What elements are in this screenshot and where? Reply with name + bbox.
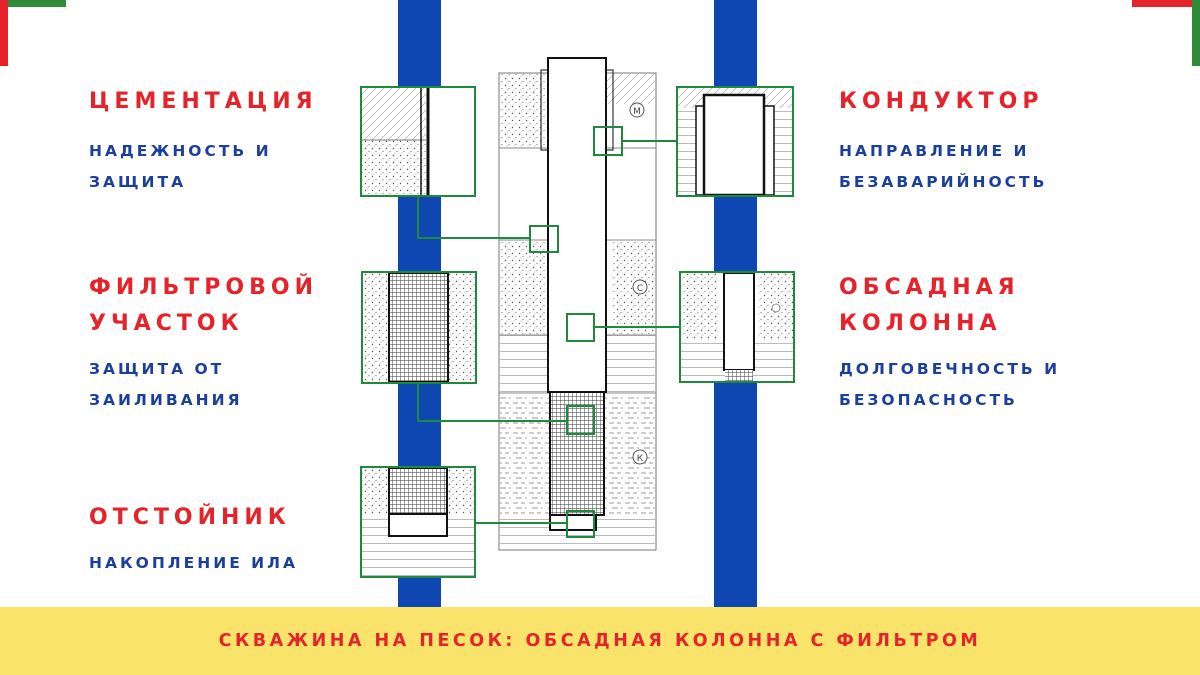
corner-green-bar <box>1192 0 1200 66</box>
label-subtitle: НАПРАВЛЕНИЕ И <box>839 142 1030 160</box>
label-sump: ОТСТОЙНИК НАКОПЛЕНИЕ ИЛА <box>89 500 298 579</box>
well-diagram: М С К <box>360 0 795 607</box>
corner-decoration-top-right <box>1132 0 1200 70</box>
stratum-marker-m-label: М <box>633 107 641 117</box>
label-subtitle: ЗАИЛИВАНИЯ <box>89 391 243 409</box>
label-title: ФИЛЬТРОВОЙ <box>89 275 318 300</box>
corner-red-bar <box>0 0 8 66</box>
detail-box-sump <box>360 466 476 578</box>
label-subtitle: БЕЗАВАРИЙНОСТЬ <box>839 173 1048 191</box>
label-subtitle: ЗАЩИТА <box>89 173 187 191</box>
detail-box-casing <box>679 271 795 383</box>
label-title: КОНДУКТОР <box>839 89 1044 114</box>
stratum-marker-s-label: С <box>637 284 643 294</box>
label-filter-section: ФИЛЬТРОВОЙ УЧАСТОК ЗАЩИТА ОТ ЗАИЛИВАНИЯ <box>89 270 318 416</box>
label-subtitle: НАДЕЖНОСТЬ И <box>89 142 272 160</box>
label-title: ОТСТОЙНИК <box>89 505 291 530</box>
label-subtitle: БЕЗОПАСНОСТЬ <box>839 391 1018 409</box>
label-title: ЦЕМЕНТАЦИЯ <box>89 89 318 114</box>
detail-box-cementation <box>360 86 476 197</box>
label-subtitle: ДОЛГОВЕЧНОСТЬ И <box>839 360 1061 378</box>
stratum-marker-k <box>632 449 648 465</box>
detail-box-conductor <box>676 86 794 197</box>
label-conductor: КОНДУКТОР НАПРАВЛЕНИЕ И БЕЗАВАРИЙНОСТЬ <box>839 84 1047 198</box>
corner-green-bar <box>8 0 66 7</box>
label-subtitle: ЗАЩИТА ОТ <box>89 360 225 378</box>
stratum-marker-small-icon <box>771 303 781 313</box>
corner-decoration-top-left <box>0 0 66 70</box>
label-cementation: ЦЕМЕНТАЦИЯ НАДЕЖНОСТЬ И ЗАЩИТА <box>89 84 318 198</box>
footer-caption: СКВАЖИНА НА ПЕСОК: ОБСАДНАЯ КОЛОННА С ФИ… <box>218 631 982 651</box>
label-subtitle: НАКОПЛЕНИЕ ИЛА <box>89 554 299 572</box>
detail-markers <box>529 126 623 538</box>
stratum-marker-m <box>629 102 645 118</box>
stratum-marker-k-label: К <box>637 454 644 464</box>
well-cross-section: М С К <box>498 57 657 551</box>
label-casing: ОБСАДНАЯ КОЛОННА ДОЛГОВЕЧНОСТЬ И БЕЗОПАС… <box>839 270 1060 416</box>
connector-lines <box>417 140 680 524</box>
label-title: ОБСАДНАЯ <box>839 275 1020 300</box>
label-title: УЧАСТОК <box>89 311 244 336</box>
corner-red-bar <box>1132 0 1192 7</box>
stratum-marker-s <box>632 279 648 295</box>
detail-box-filter <box>361 271 477 384</box>
label-title: КОЛОННА <box>839 311 1002 336</box>
footer-banner: СКВАЖИНА НА ПЕСОК: ОБСАДНАЯ КОЛОННА С ФИ… <box>0 607 1200 675</box>
